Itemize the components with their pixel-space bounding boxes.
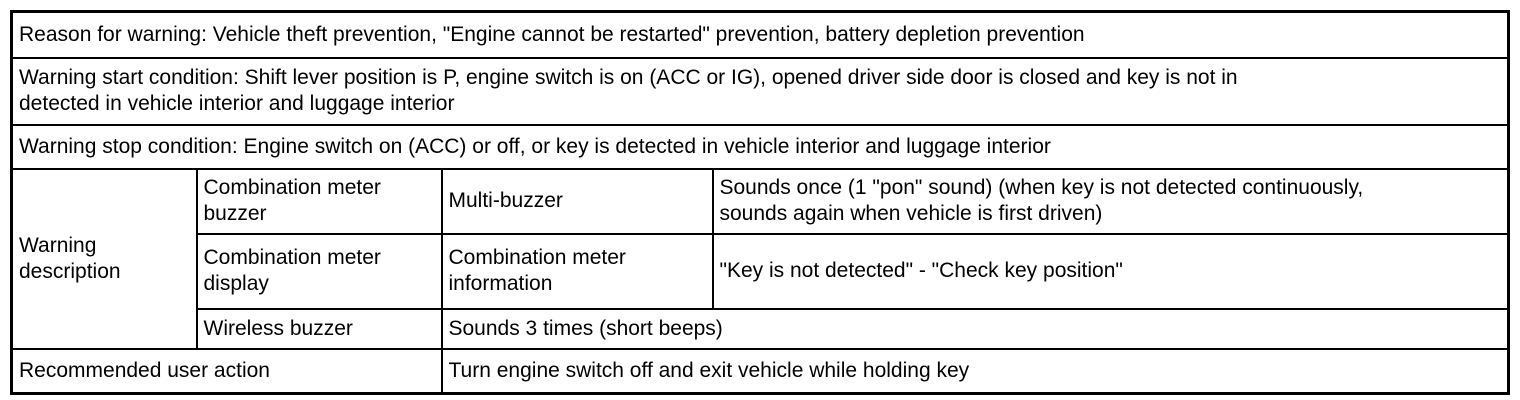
warning-description-label-cell: Warning description <box>10 167 198 350</box>
start-condition-cell: Warning start condition: Shift lever pos… <box>10 56 1510 126</box>
detail-cell-multi-buzzer: Multi-buzzer <box>440 167 714 235</box>
device-cell-combination-meter-buzzer: Combination meter buzzer <box>195 167 443 235</box>
stop-condition-row: Warning stop condition: Engine switch on… <box>10 123 1510 170</box>
behavior-cell-buzzer: Sounds once (1 "pon" sound) (when key is… <box>711 167 1510 235</box>
warning-spec-table: Reason for warning: Vehicle theft preven… <box>10 10 1510 395</box>
behavior-cell-display: "Key is not detected" - "Check key posit… <box>711 232 1510 310</box>
device-cell-wireless-buzzer: Wireless buzzer <box>195 307 443 350</box>
start-condition-row: Warning start condition: Shift lever pos… <box>10 56 1510 126</box>
detail-cell-combination-meter-information: Combination meter information <box>440 232 714 310</box>
stop-condition-cell: Warning stop condition: Engine switch on… <box>10 123 1510 170</box>
device-cell-combination-meter-display: Combination meter display <box>195 232 443 310</box>
recommended-action-label-cell: Recommended user action <box>10 347 443 395</box>
reason-row: Reason for warning: Vehicle theft preven… <box>10 10 1510 59</box>
reason-cell: Reason for warning: Vehicle theft preven… <box>10 10 1510 59</box>
recommended-action-value-cell: Turn engine switch off and exit vehicle … <box>440 347 1510 395</box>
warning-description-row-buzzer: Warning description Combination meter bu… <box>10 167 1510 350</box>
warning-description-row-wireless: Wireless buzzer Sounds 3 times (short be… <box>12 307 1510 350</box>
recommended-action-row: Recommended user action Turn engine swit… <box>10 347 1510 395</box>
warning-description-row-display: Combination meter display Combination me… <box>12 232 1510 310</box>
behavior-cell-wireless: Sounds 3 times (short beeps) <box>440 307 1510 350</box>
